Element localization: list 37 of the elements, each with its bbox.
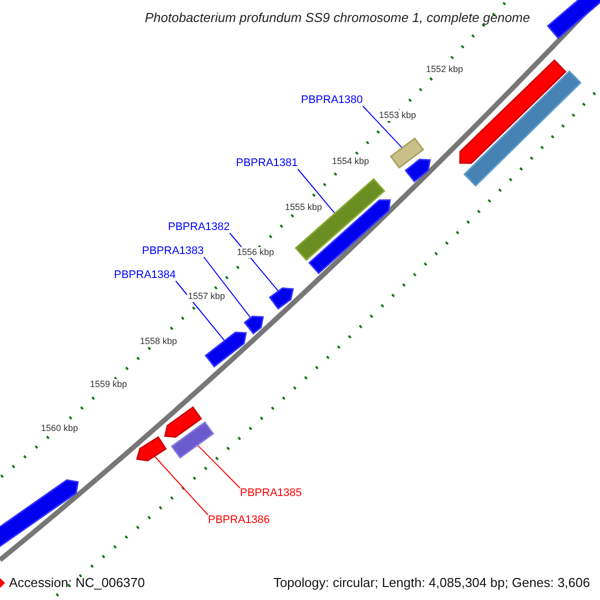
gene-label: PBPRA1383 — [142, 246, 204, 257]
tick-label: 1554 kbp — [331, 156, 370, 167]
leader-line — [297, 168, 336, 214]
gene-feature — [404, 158, 431, 183]
gene-feature — [164, 406, 202, 438]
tick-label: 1555 kbp — [284, 202, 324, 213]
info-text: Accession: NC_006370 — [9, 576, 145, 589]
gene-feature — [390, 137, 424, 169]
gene-label: PBPRA1386 — [208, 515, 270, 526]
title: Photobacterium profundum SS9 chromosome 1, complete genome — [144, 11, 530, 24]
gene-feature — [204, 332, 247, 368]
gene-label: PBPRA1382 — [168, 222, 230, 233]
gene-feature — [268, 287, 294, 310]
leader-line — [154, 456, 208, 516]
tick-label: 1559 kbp — [89, 379, 128, 390]
tick-label: 1560 kbp — [40, 423, 80, 434]
gene-label: PBPRA1384 — [114, 270, 176, 281]
leader-line — [175, 280, 226, 342]
gene-feature — [463, 70, 582, 187]
gene-feature — [308, 199, 391, 274]
tick-label: 1558 kbp — [139, 336, 178, 347]
gene-label: PBPRA1381 — [236, 158, 298, 169]
tick-label: 1557 kbp — [187, 291, 226, 302]
gene-feature — [0, 479, 79, 548]
info-text: Topology: circular; Length: 4,085,304 bp; Genes: 3,606 — [273, 576, 590, 589]
tick-label: 1552 kbp — [425, 64, 464, 75]
gene-feature — [244, 316, 264, 335]
gene-feature — [170, 421, 214, 459]
leader-line — [196, 444, 240, 488]
gene-feature — [136, 436, 167, 462]
gene-label: PBPRA1380 — [301, 95, 363, 106]
tick-label: 1553 kbp — [378, 110, 418, 121]
leader-line — [203, 256, 252, 319]
gene-label: PBPRA1385 — [240, 488, 302, 499]
leader-line — [362, 106, 403, 149]
gene-feature — [546, 0, 600, 40]
tick-label: 1556 kbp — [236, 247, 276, 258]
